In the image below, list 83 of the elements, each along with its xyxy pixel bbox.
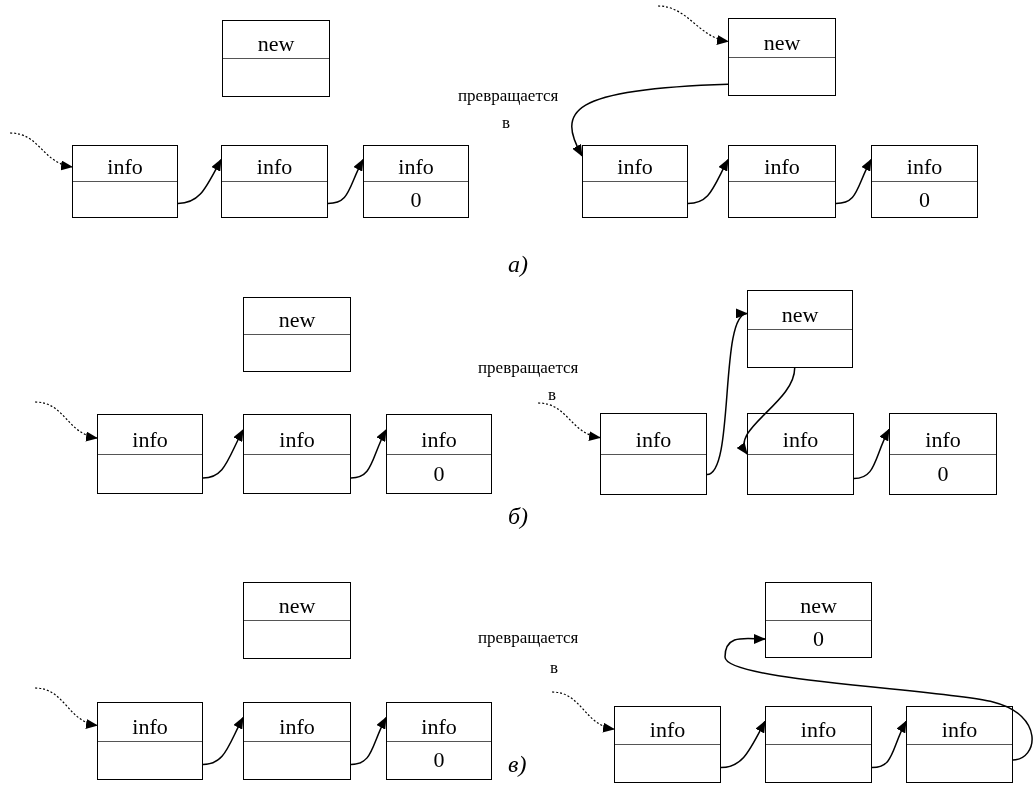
pointer-arrow — [202, 716, 244, 766]
pointer-arrow — [687, 158, 729, 205]
list-node-box — [243, 582, 351, 659]
node-field-text: info — [649, 717, 686, 743]
node-field-text: info — [279, 713, 315, 740]
transition-label: в — [548, 385, 557, 405]
node-field-text: 0 — [937, 461, 949, 488]
pointer-arrow — [853, 428, 890, 480]
list-node-box — [765, 582, 872, 658]
node-field-text: 0 — [433, 460, 445, 487]
list-node-box — [243, 414, 351, 494]
list-node-box — [765, 706, 872, 783]
node-field-text: info — [421, 713, 457, 740]
node-field-text: new — [763, 29, 801, 56]
node-field-text: info — [617, 154, 653, 180]
list-node-box — [582, 145, 688, 218]
figure-caption: б) — [508, 502, 529, 530]
node-field-text: info — [132, 713, 168, 740]
node-field-text: info — [782, 426, 819, 453]
pointer-arrow — [720, 720, 766, 769]
list-node-box — [386, 414, 492, 494]
pointer-arrow — [571, 83, 729, 157]
dotted-arrow — [551, 691, 615, 732]
node-field-text: new — [257, 31, 295, 57]
node-field-text: info — [421, 426, 457, 453]
list-node-box — [871, 145, 978, 218]
list-node-box — [97, 414, 203, 494]
dotted-arrow — [9, 132, 73, 170]
node-field-text: info — [132, 426, 168, 453]
node-field-text: new — [278, 307, 316, 333]
list-node-box — [728, 18, 836, 96]
list-node-box — [363, 145, 469, 218]
pointer-arrow — [177, 158, 222, 205]
dotted-arrow — [657, 5, 729, 44]
list-node-box — [728, 145, 836, 218]
node-field-text: info — [941, 717, 978, 743]
transition-label: в — [502, 113, 511, 133]
node-field-text: info — [279, 426, 315, 453]
list-node-box — [72, 145, 178, 218]
pointer-arrow — [327, 158, 364, 205]
pointer-arrow — [871, 720, 907, 769]
dotted-arrow — [537, 402, 601, 441]
node-field-text: 0 — [433, 747, 445, 774]
node-field-text: info — [635, 426, 672, 453]
pointer-arrow — [724, 633, 1033, 761]
node-field-text: info — [906, 154, 943, 180]
list-node-box — [221, 145, 328, 218]
list-node-box — [747, 290, 853, 368]
figure-caption: а) — [508, 250, 528, 278]
node-field-text: 0 — [410, 186, 422, 213]
node-field-text: info — [925, 426, 961, 453]
node-field-text: info — [764, 154, 800, 180]
node-field-text: new — [800, 592, 837, 619]
transition-label: в — [550, 658, 559, 678]
list-node-box — [243, 702, 351, 780]
node-field-text: new — [278, 593, 316, 619]
transition-label: превращается — [458, 86, 559, 106]
list-node-box — [614, 706, 721, 783]
list-node-box — [889, 413, 997, 495]
dotted-arrow — [34, 687, 98, 728]
list-node-box — [222, 20, 330, 97]
transition-label: превращается — [478, 358, 579, 378]
list-node-box — [747, 413, 854, 495]
pointer-arrow — [202, 429, 244, 479]
list-node-box — [386, 702, 492, 780]
list-node-box — [97, 702, 203, 780]
pointer-arrow — [350, 429, 387, 479]
node-field-text: new — [781, 301, 819, 328]
node-field-text: 0 — [813, 625, 824, 652]
pointer-arrow — [737, 367, 796, 455]
node-field-text: 0 — [919, 186, 930, 213]
list-node-box — [906, 706, 1013, 783]
node-field-text: info — [256, 154, 293, 180]
figure-caption: в) — [508, 750, 527, 778]
pointer-arrow — [835, 158, 872, 205]
transition-label: превращается — [478, 628, 579, 648]
node-field-text: info — [107, 154, 143, 180]
pointer-arrow — [350, 716, 387, 766]
node-field-text: info — [398, 154, 434, 180]
list-node-box — [600, 413, 707, 495]
list-node-box — [243, 297, 351, 372]
node-field-text: info — [800, 717, 837, 743]
dotted-arrow — [34, 401, 98, 441]
